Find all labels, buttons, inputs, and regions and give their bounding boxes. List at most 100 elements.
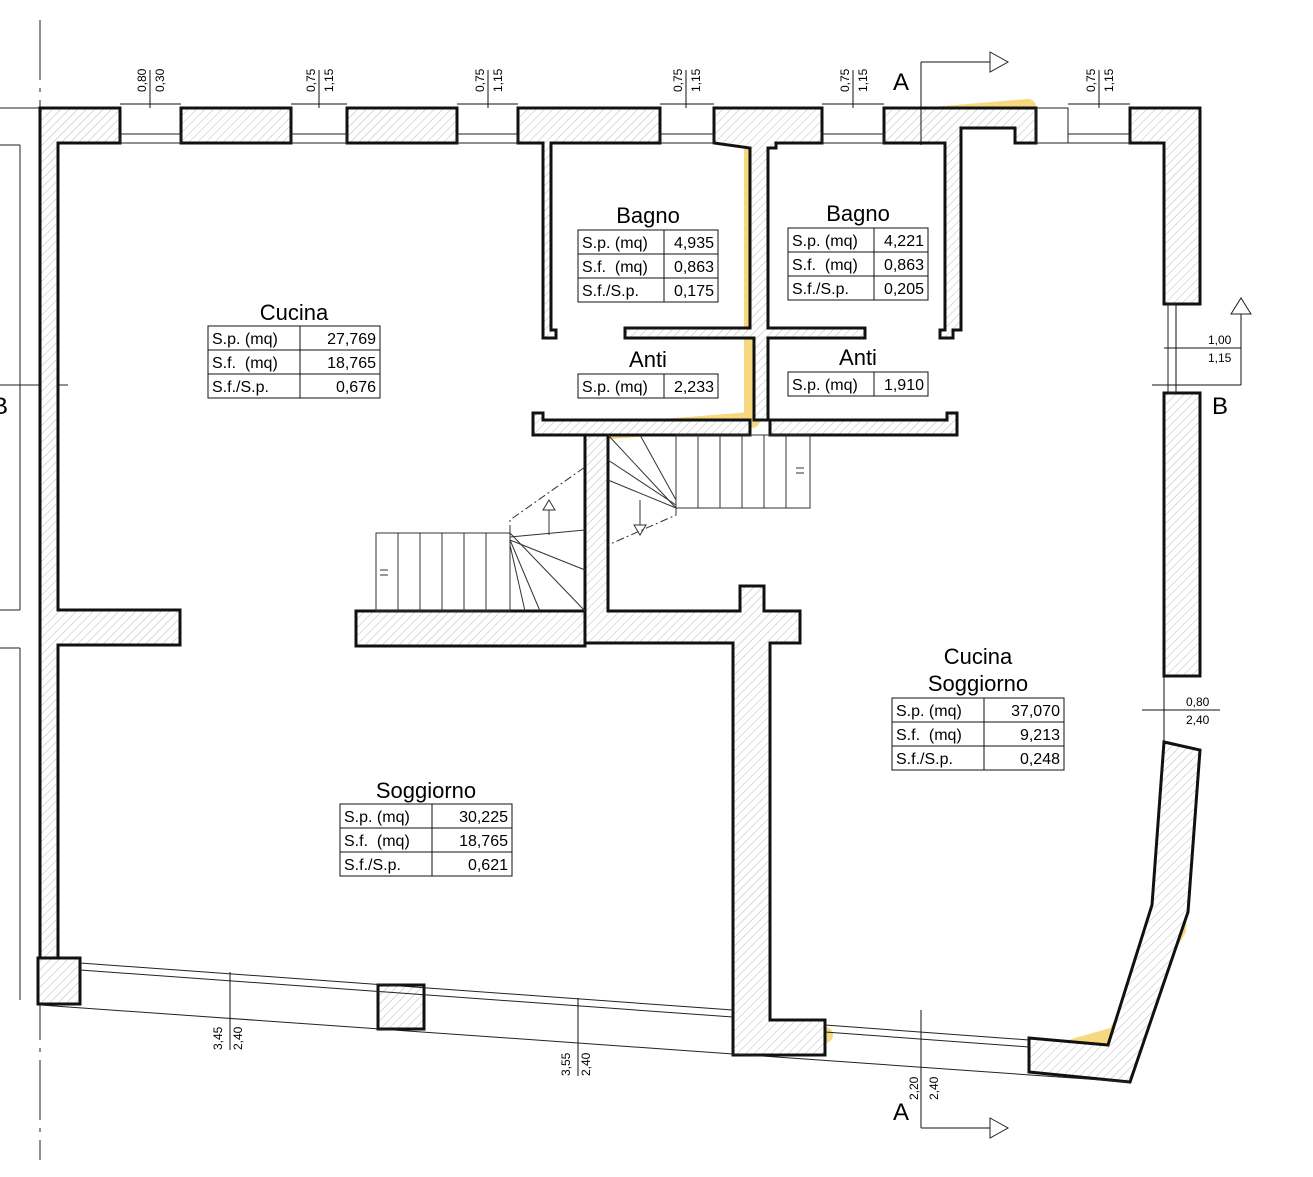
section-b-right-label: B (1212, 393, 1228, 420)
table-cell-value (663, 229, 719, 255)
anti-walls (354, 411, 959, 1057)
table-value-text: 0,175 (674, 283, 714, 300)
table-value-text: 30,225 (459, 809, 508, 826)
table-cell-value (663, 277, 719, 303)
top-5-dim-b: 1,15 (856, 68, 870, 92)
table-cell-value (873, 275, 929, 301)
room-name: Cucina (260, 300, 329, 325)
room-name: Cucina (944, 644, 1013, 669)
table-value-text: 27,769 (327, 331, 376, 348)
table-cell-label (207, 349, 301, 375)
table-label-text: S.p. (mq) (582, 235, 648, 252)
table-label-text: S.f. (mq) (212, 355, 278, 372)
table-cell-label (787, 275, 875, 301)
table-label-text: S.f./S.p. (212, 379, 269, 396)
top-6-dim-b: 1,15 (1102, 68, 1116, 92)
table-value-text: 0,676 (336, 379, 376, 396)
table-cell-label (787, 227, 875, 253)
table-label-text: S.p. (mq) (896, 703, 962, 720)
right-1-dim-b: 1,15 (1208, 351, 1232, 365)
section-b-left-label: B (0, 393, 8, 420)
top-window-dims: 0,80 0,30 0,75 1,15 0,75 1,15 0,75 1,15 … (120, 68, 1130, 108)
table-label-text: S.p. (mq) (582, 379, 648, 396)
table-cell-label (891, 745, 985, 771)
bottom-2-dim-b: 2,40 (579, 1052, 593, 1076)
table-value-text: 0,248 (1020, 751, 1060, 768)
table-value-text: 9,213 (1020, 727, 1060, 744)
table-label-text: S.f. (mq) (896, 727, 962, 744)
table-value-text: 0,863 (674, 259, 714, 276)
bottom-3-dim-b: 2,40 (927, 1076, 941, 1100)
table-cell-value (431, 851, 513, 877)
stairs (375, 434, 811, 612)
table-value-text: 0,205 (884, 281, 924, 298)
table-label-text: S.f. (mq) (582, 259, 648, 276)
table-cell-label (207, 325, 301, 351)
bottom-walls (36, 740, 1202, 1084)
table-value-text: 4,221 (884, 233, 924, 250)
table-cell-value (983, 745, 1065, 771)
table-value-text: 0,621 (468, 857, 508, 874)
top-4-dim-b: 1,15 (689, 68, 703, 92)
table-label-text: S.p. (mq) (344, 809, 410, 826)
table-value-text: 37,070 (1011, 703, 1060, 720)
table-cell-label (787, 251, 875, 277)
table-cell-label (891, 697, 985, 723)
top-1-dim-b: 0,30 (153, 68, 167, 92)
table-cell-value (299, 373, 381, 399)
table-label-text: S.f. (mq) (344, 833, 410, 850)
table-value-text: 4,935 (674, 235, 714, 252)
table-value-text: 18,765 (459, 833, 508, 850)
top-3-dim-a: 0,75 (473, 68, 487, 92)
table-cell-value (983, 721, 1065, 747)
table-cell-label (339, 827, 433, 853)
table-cell-label (787, 371, 875, 397)
top-2-dim-b: 1,15 (322, 68, 336, 92)
bottom-window-dims: 3,45 2,40 3,55 2,40 2,20 2,40 (211, 972, 941, 1100)
bottom-1-dim-b: 2,40 (231, 1026, 245, 1050)
room-name: Soggiorno (928, 671, 1028, 696)
table-label-text: S.f./S.p. (582, 283, 639, 300)
table-cell-value (873, 371, 929, 397)
room-name: Anti (629, 347, 667, 372)
top-6-dim-a: 0,75 (1084, 68, 1098, 92)
top-1-dim-a: 0,80 (135, 68, 149, 92)
section-markers: A A B B (0, 51, 1252, 1139)
section-a-top-label: A (893, 69, 909, 96)
table-cell-value (983, 697, 1065, 723)
table-value-text: 0,863 (884, 257, 924, 274)
bottom-1-dim-a: 3,45 (211, 1026, 225, 1050)
table-cell-value (299, 325, 381, 351)
top-3-dim-b: 1,15 (491, 68, 505, 92)
table-label-text: S.f. (mq) (792, 257, 858, 274)
room-name: Bagno (826, 201, 890, 226)
table-label-text: S.p. (mq) (792, 233, 858, 250)
table-cell-value (663, 373, 719, 399)
bottom-3-dim-a: 2,20 (907, 1076, 921, 1100)
right-window-dims: 1,00 1,15 0,80 2,40 (1142, 304, 1241, 742)
top-2-dim-a: 0,75 (304, 68, 318, 92)
right-1-dim-a: 1,00 (1208, 333, 1232, 347)
top-4-dim-a: 0,75 (671, 68, 685, 92)
table-cell-value (299, 349, 381, 375)
table-value-text: 2,233 (674, 379, 714, 396)
right-2-dim-a: 0,80 (1186, 695, 1210, 709)
right-2-dim-b: 2,40 (1186, 713, 1210, 727)
table-cell-value (431, 803, 513, 829)
table-label-text: S.p. (mq) (792, 377, 858, 394)
table-cell-value (663, 253, 719, 279)
table-cell-label (891, 721, 985, 747)
bottom-2-dim-a: 3,55 (559, 1052, 573, 1076)
room-name: Soggiorno (376, 778, 476, 803)
table-value-text: 1,910 (884, 377, 924, 394)
table-cell-label (577, 373, 665, 399)
room-name: Anti (839, 345, 877, 370)
